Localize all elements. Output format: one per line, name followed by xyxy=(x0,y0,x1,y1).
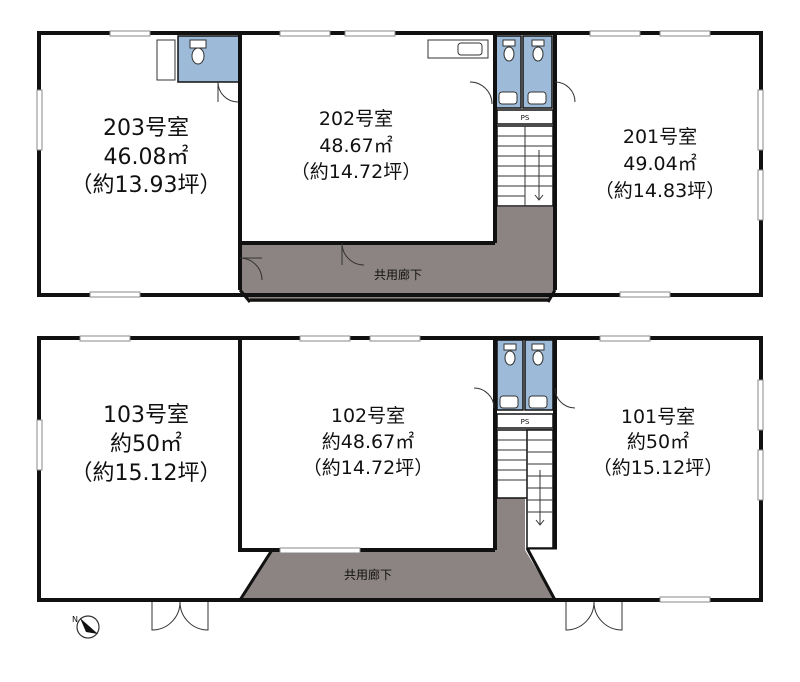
floor2-outer-wall xyxy=(37,31,763,297)
room202-name: 202号室 xyxy=(319,108,393,130)
floor2-stairs xyxy=(496,125,554,207)
floor2-ps-label: PS xyxy=(521,114,530,122)
room101-tsubo: （約15.12坪） xyxy=(593,457,723,479)
floor1-ps-box xyxy=(496,413,554,429)
floor1-ps-label: PS xyxy=(521,418,530,426)
floor1-stairs xyxy=(496,429,554,549)
room203-area: 46.08㎡ xyxy=(104,144,189,170)
floor1-fixtures xyxy=(499,343,548,409)
floor1-doors xyxy=(151,387,623,631)
room102-tsubo: （約14.72坪） xyxy=(303,457,433,479)
floor-1: PS xyxy=(36,335,764,631)
floor2-corridor-label: 共用廊下 xyxy=(374,267,422,282)
floor1-corridor-label: 共用廊下 xyxy=(344,567,392,582)
room202-area: 48.67㎡ xyxy=(319,134,392,157)
room101-area: 約50㎡ xyxy=(627,430,689,453)
room201-name: 201号室 xyxy=(623,126,697,148)
floor-2: PS xyxy=(36,30,764,303)
floor1-windows xyxy=(36,335,764,603)
room203-name: 203号室 xyxy=(103,116,189,141)
room202-tsubo: （約14.72坪） xyxy=(291,161,421,183)
compass-label: N xyxy=(72,615,78,624)
floor1-corridor xyxy=(240,497,555,600)
floor2-corridor xyxy=(240,207,555,302)
floor2-windows xyxy=(36,30,764,298)
room201-area: 49.04㎡ xyxy=(623,152,696,175)
floor2-ps-box xyxy=(496,109,554,125)
room201-tsubo: （約14.83坪） xyxy=(595,180,725,202)
floor2-203-toilet xyxy=(177,35,241,83)
room102-name: 102号室 xyxy=(331,405,405,427)
room102-area: 約48.67㎡ xyxy=(322,430,414,453)
room103-area: 約50㎡ xyxy=(110,431,182,457)
room101-name: 101号室 xyxy=(621,406,695,428)
room203-tsubo: （約13.93坪） xyxy=(71,173,222,198)
floor2-doors xyxy=(217,81,576,281)
north-arrow-icon: N xyxy=(72,615,100,639)
room103-name: 103号室 xyxy=(103,403,189,428)
floor2-fixtures xyxy=(156,39,547,105)
room103-tsubo: （約15.12坪） xyxy=(71,461,222,486)
